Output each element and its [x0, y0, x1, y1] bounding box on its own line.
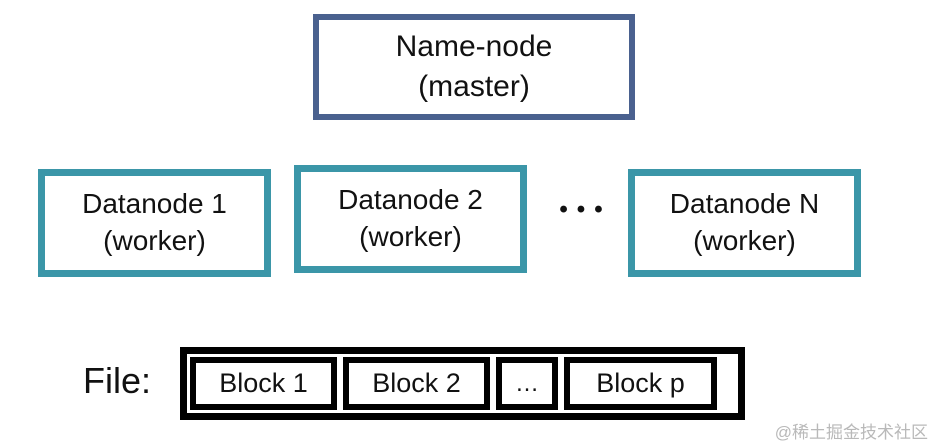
- datanode-n-box: Datanode N (worker): [628, 169, 861, 277]
- namenode-role: (master): [418, 70, 530, 103]
- file-label: File:: [83, 360, 152, 401]
- datanode-2-title: Datanode 2: [338, 184, 483, 216]
- file-block-strip: Block 1 Block 2 … Block p: [180, 347, 745, 420]
- datanode-1-title: Datanode 1: [82, 188, 227, 220]
- datanode-2-role: (worker): [359, 221, 462, 252]
- block-p-cell: Block p: [564, 357, 717, 410]
- block-2-cell: Block 2: [343, 357, 490, 410]
- namenode-title: Name-node: [395, 30, 553, 64]
- datanode-ellipsis-dots: •••: [559, 196, 612, 223]
- datanode-n-role: (worker): [693, 225, 796, 256]
- watermark: @稀土掘金技术社区: [774, 423, 928, 442]
- datanode-1-box: Datanode 1 (worker): [38, 169, 271, 277]
- namenode-box: Name-node (master): [313, 14, 635, 120]
- block-ellipsis-cell: …: [496, 357, 558, 410]
- datanode-1-role: (worker): [103, 225, 206, 256]
- block-1-cell: Block 1: [190, 357, 337, 410]
- datanode-2-box: Datanode 2 (worker): [294, 165, 527, 273]
- datanode-n-title: Datanode N: [669, 188, 820, 220]
